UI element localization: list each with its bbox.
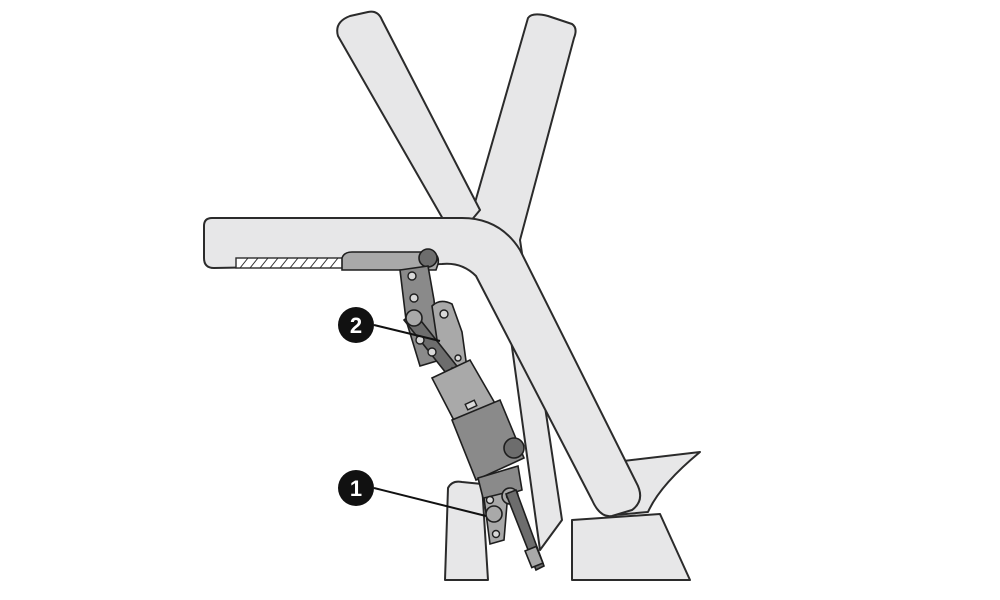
- cylinder-body: [430, 358, 526, 482]
- top-mounting-plate: [341, 248, 440, 271]
- frame-horizontal-arm: [203, 217, 642, 518]
- callout-1: 1: [338, 470, 487, 517]
- callout-2: 2: [338, 307, 441, 343]
- frame-left-arm: [336, 10, 481, 241]
- support-post: [444, 480, 489, 581]
- lower-clamp: [477, 464, 545, 572]
- hatched-slot: [235, 257, 345, 269]
- callout-1-label: 1: [350, 476, 362, 501]
- callout-2-label: 2: [350, 313, 362, 338]
